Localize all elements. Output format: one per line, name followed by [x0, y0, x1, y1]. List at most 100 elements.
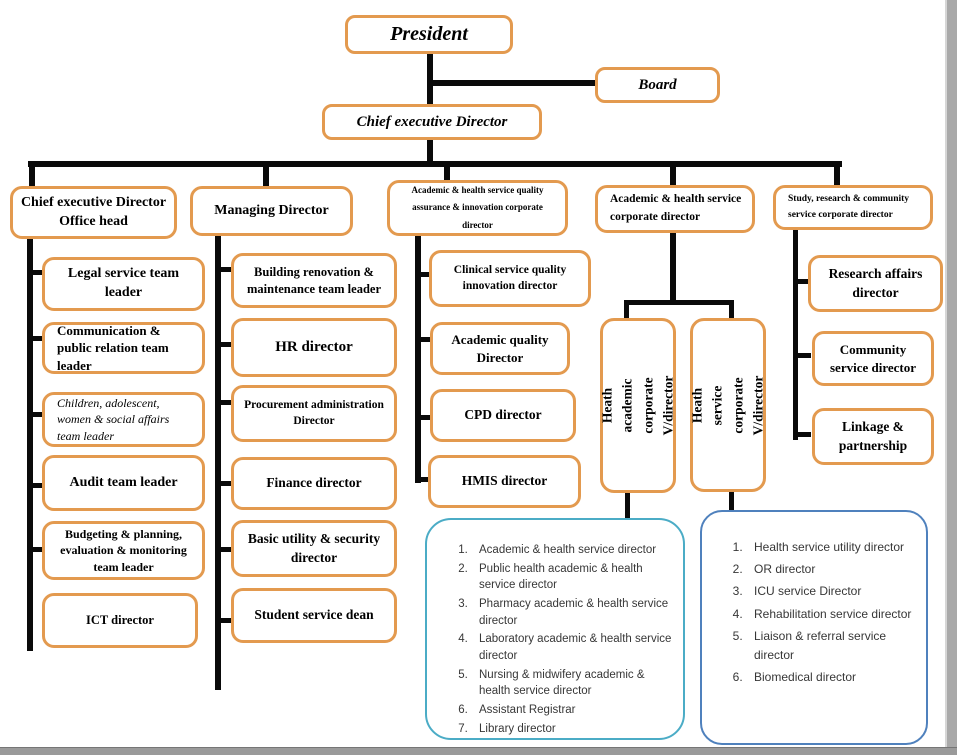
box-audit-team-leader: Audit team leader: [42, 455, 205, 511]
header-managing-director: Managing Director: [190, 186, 353, 236]
connector-col2-stub: [221, 618, 235, 623]
connector-trunk-col3: [415, 235, 421, 483]
list-item: Library director: [471, 721, 677, 738]
header-label: Chief executive Director Office head: [20, 194, 167, 229]
box-label: HMIS director: [461, 473, 548, 489]
connector-col1-stub: [31, 336, 46, 341]
header-label: Managing Director: [214, 202, 329, 218]
box-hr-director: HR director: [231, 318, 397, 377]
connector-col4-list-b: [729, 492, 734, 511]
connector-board-branch: [427, 80, 599, 86]
list-item: Rehabilitation service director: [746, 605, 920, 624]
box-label: Research affairs director: [828, 266, 923, 300]
connector-trunk-col5: [793, 228, 798, 440]
connector-col1-stub: [31, 412, 46, 417]
connector-col3-stub: [421, 477, 433, 482]
connector-col2-stub: [221, 547, 235, 552]
header-quality-assurance-corporate-director: Academic & health service quality assura…: [387, 180, 568, 236]
box-label: Basic utility & security director: [247, 531, 381, 565]
box-finance-director: Finance director: [231, 457, 397, 510]
connector-col2-stub: [221, 267, 235, 272]
box-label: Budgeting & planning, evaluation & monit…: [60, 527, 187, 574]
connector-trunk-col2: [215, 235, 221, 690]
list-item: Public health academic & health service …: [471, 561, 677, 594]
box-label: Heath service corporate V/director: [689, 375, 766, 435]
box-ict-director: ICT director: [42, 593, 198, 648]
connector-ceo-drop: [427, 140, 433, 167]
numbered-list: Health service utility director OR direc…: [702, 538, 926, 687]
connector-col2-stub: [221, 400, 235, 405]
connector-stub-col4: [670, 167, 676, 186]
box-clinical-service-quality-innovation: Clinical service quality innovation dire…: [429, 250, 591, 307]
connector-stub-col3: [444, 167, 450, 181]
box-community-service-director: Community service director: [812, 331, 934, 386]
box-research-affairs-director: Research affairs director: [808, 255, 943, 312]
box-children-adolescent-women: Children, adolescent, women & social aff…: [42, 392, 205, 447]
box-label: Legal service team leader: [67, 266, 180, 300]
box-label: Academic quality Director: [451, 331, 549, 365]
connector-col3-stub: [421, 337, 433, 342]
connector-col5-stub: [798, 353, 811, 358]
box-label: Audit team leader: [69, 474, 178, 490]
list-item: OR director: [746, 560, 920, 579]
list-item: Biomedical director: [746, 668, 920, 687]
box-president: President: [345, 15, 513, 54]
window-edge-bottom: [0, 747, 957, 755]
box-label: Finance director: [266, 475, 362, 491]
box-label: Heath academic corporate V/director: [599, 375, 676, 436]
header-label: Academic & health service corporate dire…: [610, 193, 742, 223]
connector-col1-stub: [31, 547, 46, 552]
connector-col3-stub: [421, 415, 433, 420]
list-health-service-directors: Health service utility director OR direc…: [700, 510, 928, 745]
list-academic-health-directors: Academic & health service director Publi…: [425, 518, 685, 740]
numbered-list: Academic & health service director Publi…: [427, 542, 683, 737]
list-item: Health service utility director: [746, 538, 920, 557]
connector-stub-col5: [834, 167, 840, 186]
box-board: Board: [595, 67, 720, 103]
box-label: Building renovation & maintenance team l…: [247, 264, 381, 296]
list-item: Liaison & referral service director: [746, 627, 920, 665]
connector-col5-stub: [798, 279, 811, 284]
connector-main-horizontal: [28, 161, 842, 167]
box-label: Procurement administration Director: [244, 398, 384, 427]
connector-col4-list-a: [625, 492, 630, 518]
box-label: Clinical service quality innovation dire…: [453, 263, 567, 292]
connector-trunk-col1: [27, 238, 33, 651]
list-item: Pharmacy academic & health service direc…: [471, 596, 677, 629]
connector-stub-col2: [263, 167, 269, 187]
box-cpd-director: CPD director: [430, 389, 576, 442]
list-item: Nursing & midwifery academic & health se…: [471, 667, 677, 700]
president-label: President: [390, 23, 468, 45]
connector-col5-stub: [798, 432, 811, 437]
box-communication-public-relation: Communication & public relation team lea…: [42, 322, 205, 374]
connector-col3-stub: [421, 272, 433, 277]
box-basic-utility-security-director: Basic utility & security director: [231, 520, 397, 577]
board-label: Board: [638, 76, 677, 93]
box-hmis-director: HMIS director: [428, 455, 581, 508]
connector-col4-drop-a: [624, 303, 629, 320]
window-edge-right: [945, 0, 957, 755]
box-heath-service-corporate-vdirector: Heath service corporate V/director: [690, 318, 766, 492]
box-label: Linkage & partnership: [838, 419, 908, 453]
header-label: Study, research & community service corp…: [788, 194, 910, 220]
box-building-renovation-maintenance: Building renovation & maintenance team l…: [231, 253, 397, 308]
connector-col4-split: [624, 300, 734, 305]
connector-col2-stub: [221, 342, 235, 347]
list-item: Laboratory academic & health service dir…: [471, 631, 677, 664]
header-academic-health-corporate-director: Academic & health service corporate dire…: [595, 185, 755, 233]
box-label: Communication & public relation team lea…: [57, 322, 169, 373]
box-procurement-administration-director: Procurement administration Director: [231, 385, 397, 442]
connector-president-drop: [427, 54, 433, 104]
box-linkage-partnership: Linkage & partnership: [812, 408, 934, 465]
box-label: HR director: [275, 339, 353, 356]
box-academic-quality-director: Academic quality Director: [430, 322, 570, 375]
list-item: Academic & health service director: [471, 542, 677, 559]
connector-col1-stub: [31, 270, 46, 275]
list-item: Assistant Registrar: [471, 702, 677, 719]
header-label: Academic & health service quality assura…: [411, 185, 544, 230]
connector-col4-drop-b: [729, 303, 734, 320]
connector-trunk-col4: [670, 232, 676, 303]
box-label: CPD director: [464, 407, 542, 423]
box-chief-executive-director: Chief executive Director: [322, 104, 542, 140]
